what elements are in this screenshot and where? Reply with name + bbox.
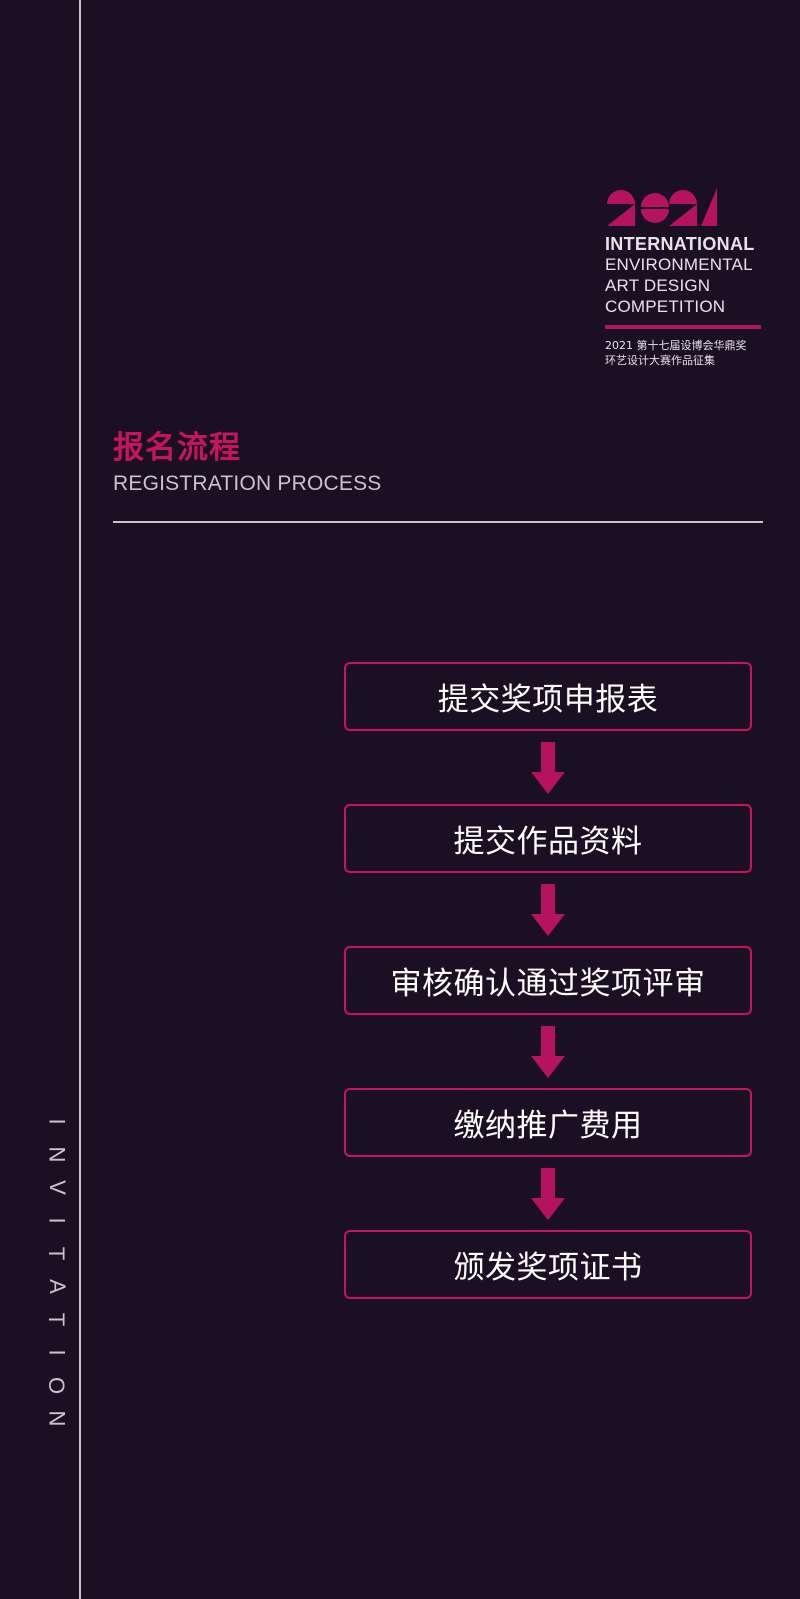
side-letter: T xyxy=(44,1246,70,1261)
side-letter: I xyxy=(44,1349,70,1356)
side-letter: N xyxy=(44,1410,70,1427)
section-title-en: REGISTRATION PROCESS xyxy=(113,472,382,495)
vertical-divider-line xyxy=(79,0,81,1599)
logo-year-mark xyxy=(607,188,717,226)
logo-line-competition: COMPETITION xyxy=(605,297,726,316)
side-letter: I xyxy=(44,1217,70,1224)
logo-line-international: INTERNATIONAL xyxy=(605,234,755,254)
process-step: 颁发奖项证书 xyxy=(344,1230,752,1299)
down-arrow-icon xyxy=(344,1015,752,1088)
logo-line-art-design: ART DESIGN xyxy=(605,276,711,295)
section-title-cn: 报名流程 xyxy=(113,430,241,466)
process-step: 审核确认通过奖项评审 xyxy=(344,946,752,1015)
logo-line-environmental: ENVIRONMENTAL xyxy=(605,255,753,274)
section-divider xyxy=(113,521,763,523)
side-letter: A xyxy=(44,1279,70,1294)
process-step: 提交作品资料 xyxy=(344,804,752,873)
vertical-invitation-text: I N V I T A T I O N xyxy=(44,1105,69,1435)
down-arrow-icon xyxy=(344,873,752,946)
logo-accent-bar xyxy=(605,325,761,329)
competition-logo: INTERNATIONAL ENVIRONMENTAL ART DESIGN C… xyxy=(605,188,765,368)
side-letter: O xyxy=(44,1376,70,1395)
process-flow: 提交奖项申报表 提交作品资料 审核确认通过奖项评审 缴纳推广费用 颁发奖项证书 xyxy=(344,662,754,1299)
process-step: 提交奖项申报表 xyxy=(344,662,752,731)
down-arrow-icon xyxy=(344,731,752,804)
logo-cn-line-1: 2021 第十七届设博会华鼎奖 xyxy=(605,339,747,352)
side-letter: T xyxy=(44,1312,70,1327)
logo-cn-line-2: 环艺设计大赛作品征集 xyxy=(605,354,715,367)
process-step: 缴纳推广费用 xyxy=(344,1088,752,1157)
side-letter: I xyxy=(44,1118,70,1125)
side-letter: V xyxy=(44,1180,70,1195)
down-arrow-icon xyxy=(344,1157,752,1230)
side-letter: N xyxy=(44,1146,70,1163)
